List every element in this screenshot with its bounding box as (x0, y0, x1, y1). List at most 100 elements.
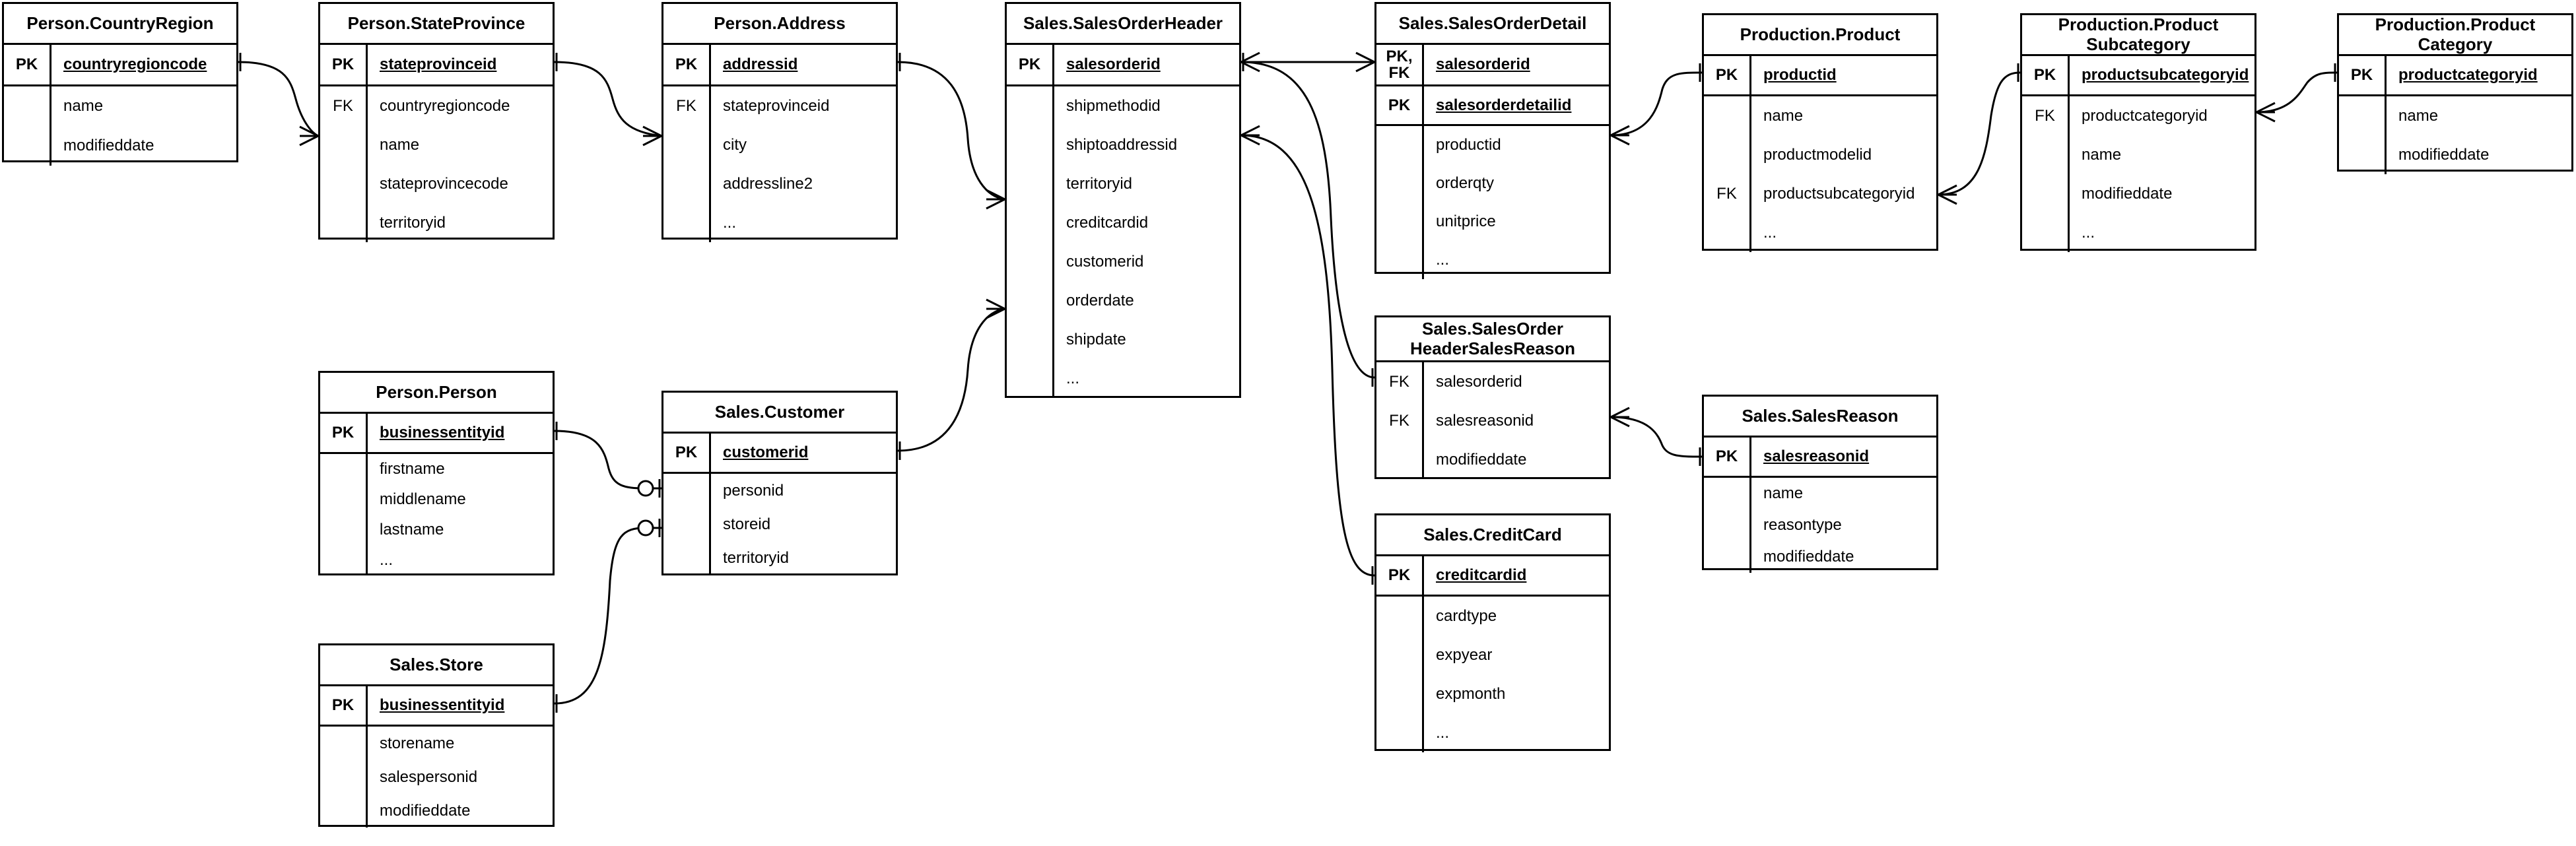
key-marker (2339, 96, 2387, 135)
field-row-lastname[interactable]: lastname (320, 515, 553, 545)
connector-salesorderheadersalesreason-salesreason (1610, 407, 1703, 466)
field-row-[interactable]: ... (1376, 713, 1609, 752)
field-row-modifieddate[interactable]: modifieddate (1704, 541, 1936, 573)
field-row-name[interactable]: name (4, 86, 236, 126)
field-name: stateprovinceid (380, 55, 497, 73)
field-row-addressline2[interactable]: addressline2 (663, 164, 896, 203)
field-row-customerid[interactable]: customerid (1007, 242, 1239, 281)
field-row-city[interactable]: city (663, 125, 896, 164)
field-name: orderqty (1436, 174, 1495, 192)
field-row-territoryid[interactable]: territoryid (663, 541, 896, 575)
field-row-modifieddate[interactable]: modifieddate (320, 794, 553, 828)
key-marker (1007, 281, 1054, 320)
field-row-[interactable]: ... (663, 203, 896, 242)
key-marker (320, 454, 368, 484)
field-row-expmonth[interactable]: expmonth (1376, 674, 1609, 713)
field-row-modifieddate[interactable]: modifieddate (2022, 174, 2254, 213)
field-name: addressline2 (723, 174, 813, 193)
field-row-orderdate[interactable]: orderdate (1007, 281, 1239, 320)
field-row-name[interactable]: name (1704, 478, 1936, 509)
field-row-reasontype[interactable]: reasontype (1704, 509, 1936, 541)
field-row-stateprovincecode[interactable]: stateprovincecode (320, 164, 553, 203)
field-row-orderqty[interactable]: orderqty (1376, 164, 1609, 203)
field-row-modifieddate[interactable]: modifieddate (4, 126, 236, 166)
entity-title-person-countryregion: Person.CountryRegion (4, 4, 236, 45)
field-name: creditcardid (1436, 566, 1527, 584)
field-row-name[interactable]: name (1704, 96, 1936, 135)
field-row-productid[interactable]: productid (1376, 126, 1609, 164)
field-row-territoryid[interactable]: territoryid (320, 203, 553, 242)
field-row-middlename[interactable]: middlename (320, 484, 553, 515)
key-marker: PK (320, 686, 368, 725)
field-row-territoryid[interactable]: territoryid (1007, 164, 1239, 203)
field-name: productsubcategoryid (2082, 66, 2249, 84)
field-row-storeid[interactable]: storeid (663, 507, 896, 541)
field-row-storename[interactable]: storename (320, 727, 553, 760)
field-name: expyear (1436, 645, 1493, 664)
field-row-[interactable]: ... (1704, 213, 1936, 252)
field-row-[interactable]: ... (1007, 359, 1239, 398)
field-row-salespersonid[interactable]: salespersonid (320, 760, 553, 794)
key-marker (1704, 135, 1751, 174)
field-row-name[interactable]: name (2339, 96, 2571, 135)
field-row-modifieddate[interactable]: modifieddate (1376, 440, 1609, 479)
field-row-firstname[interactable]: firstname (320, 454, 553, 484)
field-row-shiptoaddressid[interactable]: shiptoaddressid (1007, 125, 1239, 164)
field-group: productid orderqty unitprice... (1376, 124, 1609, 279)
field-row-modifieddate[interactable]: modifieddate (2339, 135, 2571, 174)
connector-countryregion-stateprovince (238, 53, 319, 146)
field-row-shipdate[interactable]: shipdate (1007, 320, 1239, 359)
field-row-name[interactable]: name (2022, 135, 2254, 174)
field-name: name (2398, 106, 2439, 125)
field-row-productsubcategoryid[interactable]: PK productsubcategoryid (2022, 56, 2254, 94)
key-marker: PK (2022, 56, 2070, 94)
field-row-creditcardid[interactable]: creditcardid (1007, 203, 1239, 242)
field-row-[interactable]: ... (1376, 241, 1609, 279)
field-name: storeid (723, 515, 771, 533)
field-row-shipmethodid[interactable]: shipmethodid (1007, 86, 1239, 125)
field-row-expyear[interactable]: expyear (1376, 635, 1609, 674)
field-row-[interactable]: ... (2022, 213, 2254, 252)
field-row-name[interactable]: name (320, 125, 553, 164)
field-row-[interactable]: ... (320, 545, 553, 575)
field-row-cardtype[interactable]: cardtype (1376, 597, 1609, 635)
field-row-productmodelid[interactable]: productmodelid (1704, 135, 1936, 174)
field-row-personid[interactable]: personid (663, 474, 896, 507)
field-row-unitprice[interactable]: unitprice (1376, 203, 1609, 241)
